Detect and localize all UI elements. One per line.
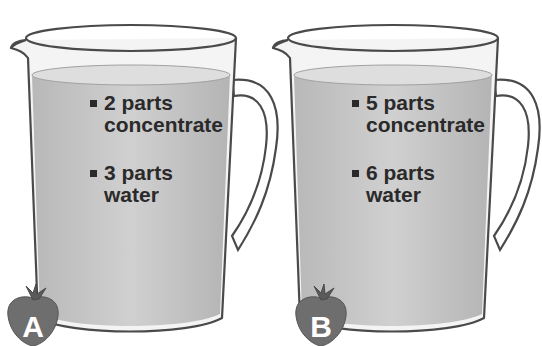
strawberry-leaves bbox=[314, 284, 334, 300]
juice-surface bbox=[32, 65, 230, 85]
pitcher-letter: B bbox=[294, 312, 348, 342]
juice-surface bbox=[294, 65, 492, 85]
pitcher-letter: A bbox=[6, 312, 60, 342]
pitcher-spout bbox=[273, 40, 288, 48]
ingredient-text: 3 parts water bbox=[90, 162, 228, 206]
ingredient-text: 2 parts concentrate bbox=[90, 92, 228, 136]
ingredient-text: 5 parts concentrate bbox=[352, 92, 490, 136]
pitcher-rim bbox=[26, 25, 236, 51]
juice-pitcher: 2 parts concentrate 3 parts water bbox=[10, 18, 280, 340]
strawberry-leaves bbox=[26, 284, 46, 300]
pitcher-body bbox=[273, 38, 498, 332]
juice-pitcher: 5 parts concentrate 6 parts water bbox=[272, 18, 542, 340]
pitcher-body bbox=[11, 38, 236, 332]
label-badge: B bbox=[294, 284, 348, 346]
ingredient-text: 6 parts water bbox=[352, 162, 490, 206]
pitcher-spout bbox=[11, 40, 26, 48]
juice-liquid bbox=[32, 74, 230, 326]
pitcher-handle bbox=[494, 80, 540, 250]
pitcher-rim bbox=[288, 25, 498, 51]
label-badge: A bbox=[6, 284, 60, 346]
juice-liquid bbox=[294, 74, 492, 326]
pitcher-handle bbox=[232, 80, 278, 250]
